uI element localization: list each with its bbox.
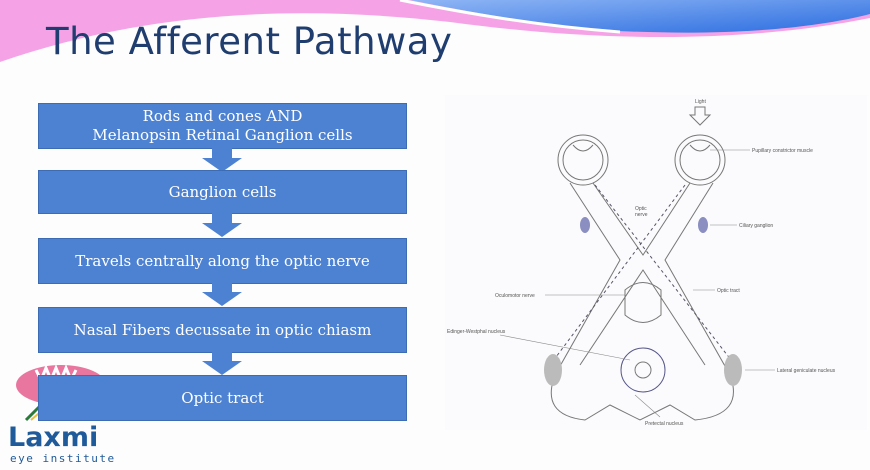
light-arrow-icon <box>688 106 712 126</box>
down-arrow-icon <box>202 148 242 172</box>
logo-subtitle: eye institute <box>10 452 116 465</box>
left-eye <box>557 134 609 186</box>
label-ciliary-ganglion: Ciliary ganglion <box>739 223 773 229</box>
pupillary-pathway-diagram: Light Pupillary constrictor muscle Optic… <box>445 95 867 430</box>
label-pretectal-nucleus: Pretectal nucleus <box>645 421 684 427</box>
flow-step-text: Rods and cones AND <box>142 107 303 125</box>
lgn-right <box>724 354 742 386</box>
label-optic-nerve: Optic <box>635 206 647 212</box>
down-arrow-icon <box>202 351 242 375</box>
down-arrow-icon <box>202 282 242 306</box>
lgn-left <box>544 354 562 386</box>
label-optic-nerve-2: nerve <box>635 212 648 218</box>
right-eye <box>674 134 726 186</box>
slide-title: The Afferent Pathway <box>46 20 453 63</box>
label-optic-tract: Optic tract <box>717 288 740 294</box>
flow-step-optic-nerve: Travels centrally along the optic nerve <box>38 238 407 284</box>
logo-name: Laxmi <box>8 422 99 453</box>
flow-step-text: Melanopsin Retinal Ganglion cells <box>92 126 353 144</box>
label-light: Light <box>695 99 706 105</box>
label-oculomotor-nerve: Oculomotor nerve <box>495 293 535 299</box>
flow-step-optic-tract: Optic tract <box>38 375 407 421</box>
label-edinger-westphal: Edinger-Westphal nucleus <box>447 329 506 335</box>
flow-step-ganglion: Ganglion cells <box>38 170 407 214</box>
down-arrow-icon <box>202 213 242 237</box>
flow-step-chiasm: Nasal Fibers decussate in optic chiasm <box>38 307 407 353</box>
header-wave-decoration <box>0 0 870 62</box>
label-pupillary-constrictor: Pupillary constrictor muscle <box>752 148 813 154</box>
label-lateral-geniculate: Lateral geniculate nucleus <box>777 368 836 374</box>
